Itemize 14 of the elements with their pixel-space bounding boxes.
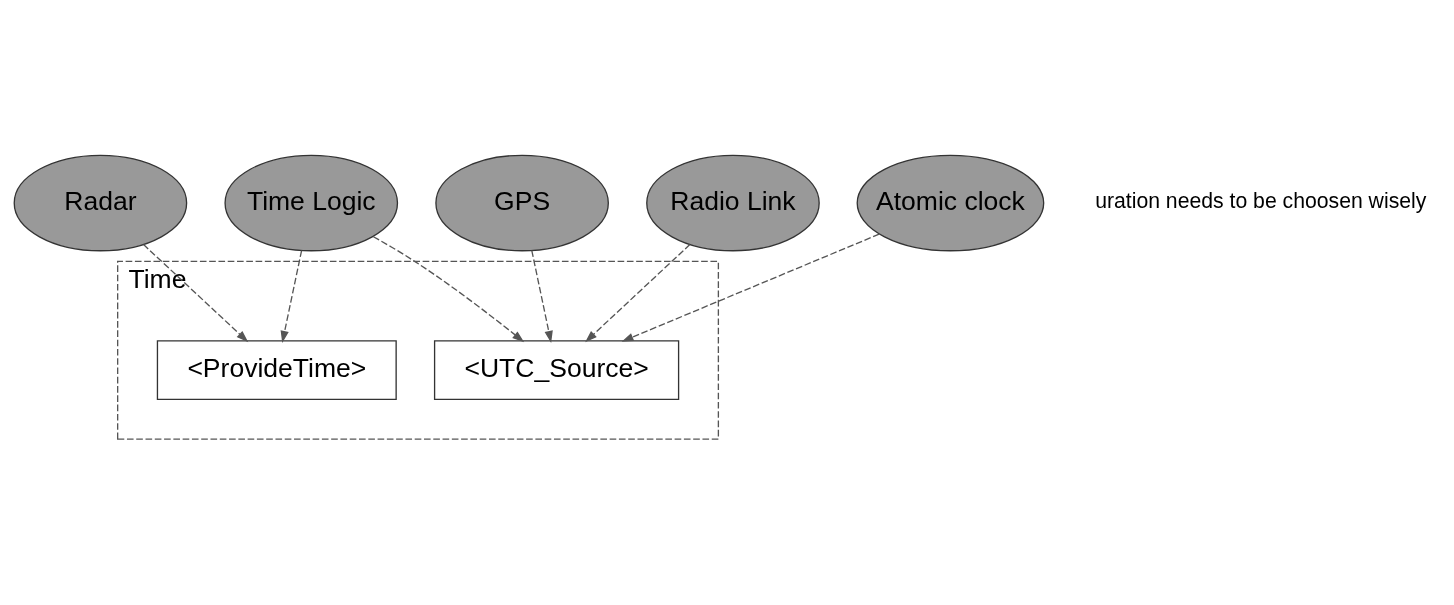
node-ellipse: GPS (435, 154, 609, 252)
node-ellipse: Time Logic (224, 154, 399, 252)
arrow (531, 249, 553, 343)
arrow (142, 243, 249, 343)
arrow (585, 243, 691, 343)
node-ellipse: Atomic clock (856, 154, 1045, 252)
node-box: <UTC_Source> (433, 340, 680, 400)
node-ellipse: Radio Link (646, 154, 820, 252)
node-ellipse: Radar (13, 154, 188, 252)
label: uration needs to be choosen wisely (1095, 189, 1427, 213)
arrow (621, 233, 880, 342)
node-box: <ProvideTime> (156, 340, 397, 400)
arrow (372, 236, 525, 343)
arrow (280, 249, 303, 343)
